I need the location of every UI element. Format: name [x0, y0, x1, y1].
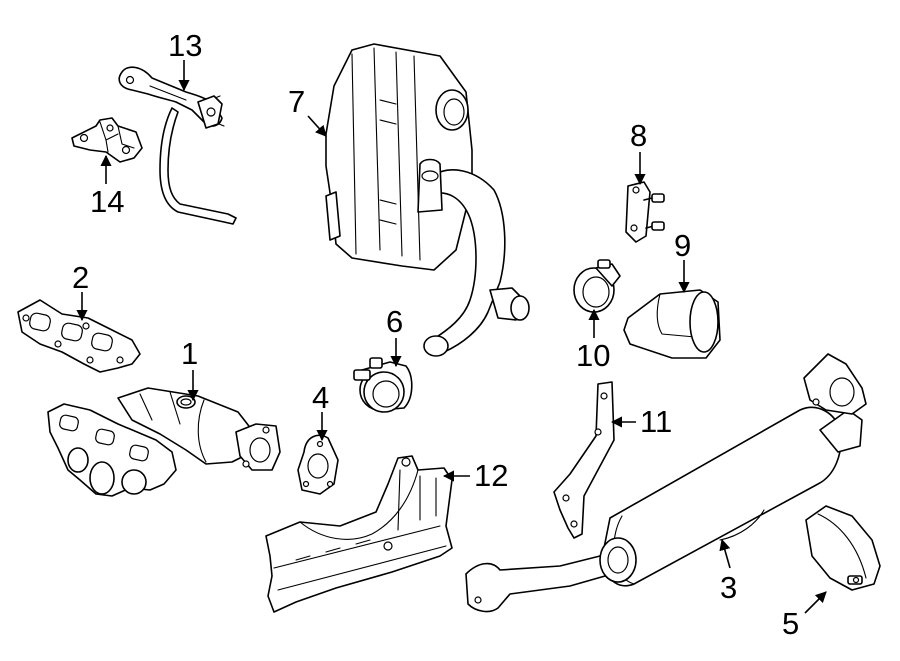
callout-13: 13	[168, 28, 202, 63]
part-7-rear-muffler[interactable]	[325, 43, 530, 357]
part-9-exhaust-tip[interactable]	[623, 289, 721, 359]
part-4-gasket[interactable]	[297, 434, 339, 495]
part-13-pipe-bracket[interactable]	[118, 66, 237, 225]
callout-7: 7	[288, 84, 305, 119]
part-14-mount-bracket[interactable]	[71, 117, 143, 163]
callout-5: 5	[782, 606, 799, 641]
callout-3: 3	[720, 570, 737, 605]
callout-4: 4	[312, 380, 329, 415]
leader-7	[307, 115, 327, 137]
part-1-exhaust-manifold-converter[interactable]	[47, 387, 281, 497]
callout-9: 9	[674, 228, 691, 263]
part-8-hanger-bracket[interactable]	[625, 181, 665, 243]
callout-12: 12	[474, 458, 508, 493]
callout-8: 8	[630, 118, 647, 153]
part-11-hanger-rod[interactable]	[553, 381, 615, 539]
callout-2: 2	[72, 260, 89, 295]
callout-14: 14	[90, 184, 124, 219]
part-3-intermediate-pipe[interactable]	[465, 353, 867, 613]
part-5-heat-shield[interactable]	[805, 505, 881, 591]
part-6-clamp[interactable]	[353, 357, 413, 413]
leader-3	[719, 538, 731, 569]
part-10-clamp[interactable]	[573, 259, 621, 313]
callout-labels: 1 2 3 4 5 6 7 8 9 10 11 12 13 14	[72, 28, 799, 641]
part-12-heat-shield[interactable]	[265, 455, 453, 613]
callout-6: 6	[386, 304, 403, 339]
callout-11: 11	[640, 404, 672, 439]
leader-5	[804, 591, 827, 614]
callout-1: 1	[181, 336, 198, 371]
callout-10: 10	[576, 338, 610, 373]
callout-leaders	[76, 60, 827, 614]
part-2-manifold-gasket[interactable]	[17, 299, 141, 373]
